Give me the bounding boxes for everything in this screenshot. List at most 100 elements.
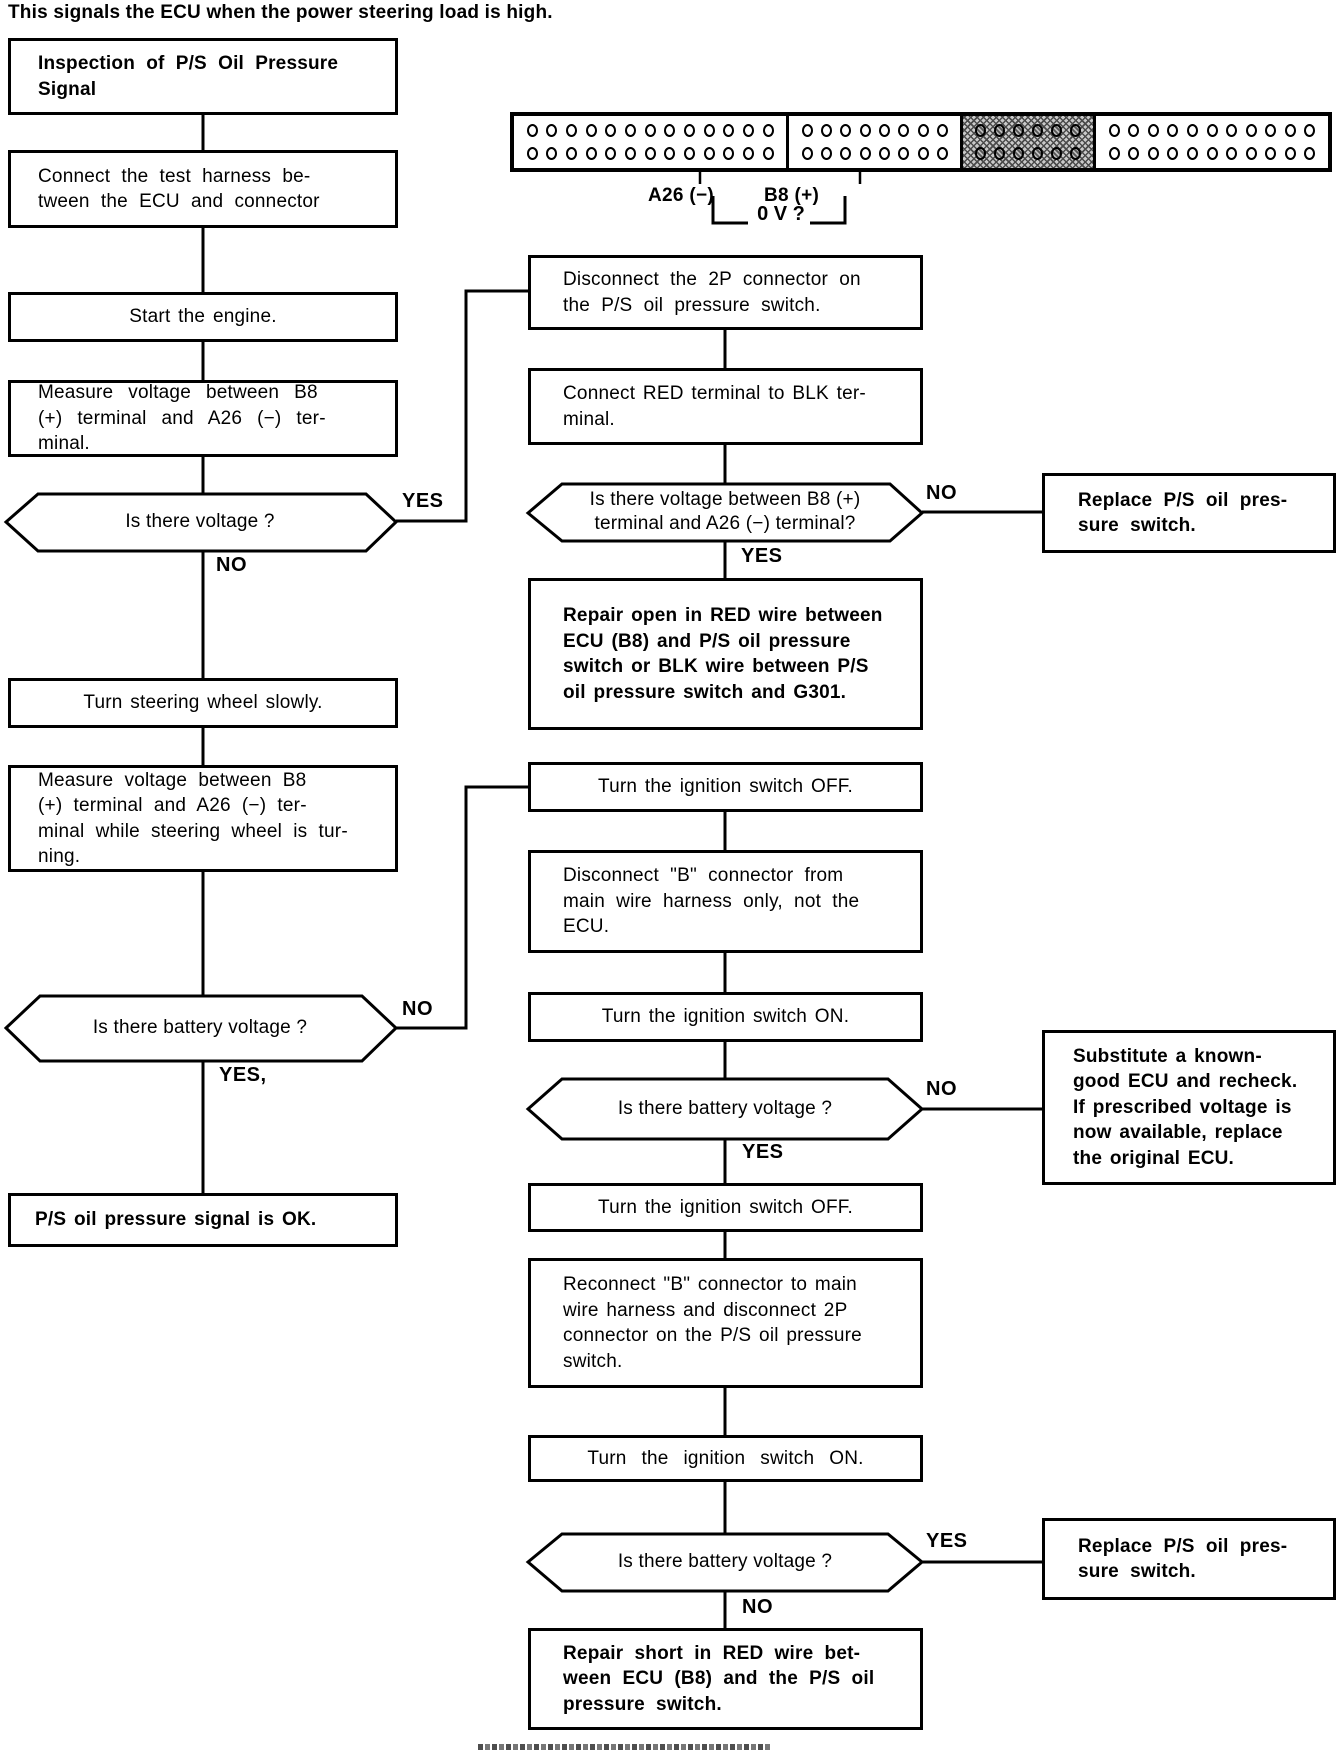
- flow-box-text: Turn the ignition switch ON.: [587, 1447, 864, 1469]
- pin: [1013, 124, 1025, 137]
- flow-box-signal-ok: P/S oil pressure signal is OK.: [8, 1193, 398, 1247]
- pin: [1147, 124, 1159, 137]
- flow-box-text: Disconnect "B" connector from main wire …: [563, 865, 860, 938]
- pin: [546, 147, 558, 160]
- decision-is-there-battery-voltage-left: Is there battery voltage ?: [92, 1017, 308, 1038]
- flow-box-text: Turn the ignition switch OFF.: [598, 1196, 853, 1218]
- edge-label-yes: YES: [926, 1530, 968, 1552]
- pin-section: [786, 116, 960, 168]
- edge-label-yes: YES: [742, 1141, 784, 1163]
- voltage-bracket: [711, 196, 847, 225]
- decision-hexagon: [525, 1532, 925, 1593]
- decision-hexagon: [3, 994, 399, 1063]
- flow-box-disconnect-b: Disconnect "B" connector from main wire …: [528, 850, 923, 953]
- pin: [762, 147, 774, 160]
- pin: [1206, 124, 1218, 137]
- pin: [1108, 124, 1120, 137]
- flow-box-repair-short: Repair short in RED wire bet- ween ECU (…: [528, 1628, 923, 1730]
- flow-box-text: Connect RED terminal to BLK ter- minal.: [563, 383, 866, 430]
- pin: [840, 124, 852, 137]
- pin: [994, 147, 1006, 160]
- pin: [1128, 147, 1140, 160]
- flow-box-text: Inspection of P/S Oil Pressure Signal: [38, 53, 339, 100]
- pin: [1284, 147, 1296, 160]
- pin-row: [518, 119, 782, 142]
- pin-row: [793, 142, 956, 165]
- flow-box-text: Replace P/S oil pres- sure switch.: [1078, 1535, 1288, 1583]
- pin: [526, 147, 538, 160]
- flow-box-text: Disconnect the 2P connector on the P/S o…: [563, 269, 861, 316]
- pin-section: [514, 116, 786, 168]
- pin: [1147, 147, 1159, 160]
- flow-box-text: Substitute a known- good ECU and recheck…: [1073, 1045, 1298, 1169]
- ecu-connector-diagram: [510, 112, 1332, 172]
- flow-box-connect-red-blk: Connect RED terminal to BLK ter- minal.: [528, 368, 923, 445]
- pin-row: [1100, 142, 1324, 165]
- pin: [1032, 124, 1044, 137]
- pin: [566, 147, 578, 160]
- edge-label-no: NO: [216, 554, 247, 576]
- flow-box-replace-switch-top: Replace P/S oil pres- sure switch.: [1042, 473, 1336, 553]
- pin-section-hatched: [960, 116, 1093, 168]
- pin: [526, 124, 538, 137]
- edge-label-yes: YES: [741, 545, 783, 567]
- pin: [1051, 147, 1063, 160]
- decision-voltage-b8-a26: Is there voltage between B8 (+) terminal…: [589, 489, 861, 534]
- pin: [743, 147, 755, 160]
- edge-label-yes: YES,: [219, 1064, 267, 1086]
- pin: [1013, 147, 1025, 160]
- pin: [1284, 124, 1296, 137]
- pin: [1070, 124, 1082, 137]
- pin: [684, 124, 696, 137]
- edge-label-no: NO: [926, 1078, 957, 1100]
- decision-hexagon: [525, 482, 925, 543]
- flow-box-ignition-on-2: Turn the ignition switch ON.: [528, 1435, 923, 1482]
- flow-box-ignition-on-1: Turn the ignition switch ON.: [528, 992, 923, 1042]
- pin-row: [1100, 119, 1324, 142]
- pin: [898, 147, 910, 160]
- pin: [878, 124, 890, 137]
- edge-label-no: NO: [402, 998, 433, 1020]
- pin: [859, 124, 871, 137]
- pin: [917, 124, 929, 137]
- flow-box-text: Turn steering wheel slowly.: [83, 692, 323, 714]
- flow-box-text: Replace P/S oil pres- sure switch.: [1078, 489, 1288, 537]
- pin: [762, 124, 774, 137]
- pin: [1187, 124, 1199, 137]
- flow-box-replace-switch-bottom: Replace P/S oil pres- sure switch.: [1042, 1518, 1336, 1600]
- pin: [801, 147, 813, 160]
- pin: [821, 124, 833, 137]
- pin: [1245, 147, 1257, 160]
- pin: [1167, 147, 1179, 160]
- pin: [585, 147, 597, 160]
- flow-box-start-engine: Start the engine.: [8, 292, 398, 342]
- pin: [840, 147, 852, 160]
- pin-row: [967, 119, 1089, 142]
- pin: [703, 147, 715, 160]
- flow-box-text: Turn the ignition switch ON.: [601, 1006, 850, 1028]
- decision-hexagon: [525, 1077, 925, 1141]
- flow-box-text: P/S oil pressure signal is OK.: [35, 1209, 317, 1231]
- flow-box-measure-voltage-turning: Measure voltage between B8 (+) terminal …: [8, 765, 398, 872]
- pin-row: [793, 119, 956, 142]
- edge-label-no: NO: [926, 482, 957, 504]
- pin: [821, 147, 833, 160]
- pin-row: [518, 142, 782, 165]
- flow-box-measure-voltage: Measure voltage between B8 (+) terminal …: [8, 380, 398, 457]
- decision-is-there-battery-voltage-mid: Is there battery voltage ?: [617, 1098, 833, 1119]
- flow-line-no: [396, 785, 528, 1030]
- pin-a26-label: A26 (−): [648, 185, 714, 206]
- pin: [1265, 124, 1277, 137]
- pin: [703, 124, 715, 137]
- pin: [994, 124, 1006, 137]
- pin-section: [1093, 116, 1328, 168]
- pin: [1206, 147, 1218, 160]
- pin: [1226, 147, 1238, 160]
- pin: [1304, 124, 1316, 137]
- pin: [664, 124, 676, 137]
- pin: [1304, 147, 1316, 160]
- pin: [878, 147, 890, 160]
- voltage-question-label: 0 V ?: [757, 203, 805, 225]
- pin: [546, 124, 558, 137]
